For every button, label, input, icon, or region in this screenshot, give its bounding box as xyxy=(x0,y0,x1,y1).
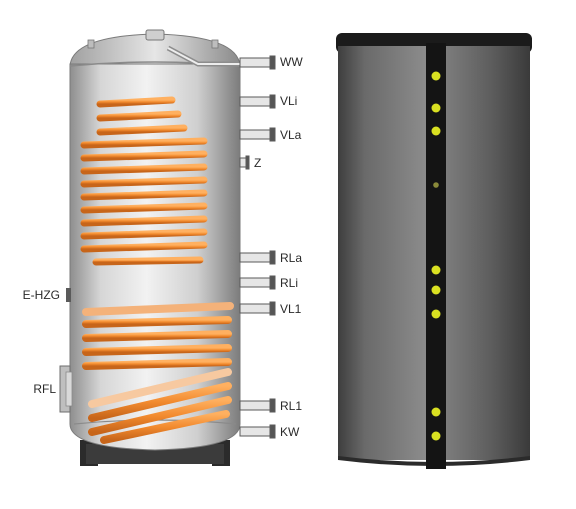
tank-base xyxy=(86,444,224,464)
lower-coil xyxy=(82,302,234,370)
label-kw: KW xyxy=(280,425,300,439)
jacket-bottom-edge xyxy=(338,456,530,466)
connection-stubs xyxy=(239,55,276,439)
spiral-coil xyxy=(88,368,232,444)
label-rl1: RL1 xyxy=(280,399,302,413)
upper-coil xyxy=(80,96,208,266)
stub-vla xyxy=(239,127,276,142)
stub-ww xyxy=(239,55,276,70)
stub-rl1 xyxy=(239,398,276,413)
jacket-stripe xyxy=(426,43,446,469)
cutaway-tank xyxy=(59,29,241,466)
label-z: Z xyxy=(254,156,261,170)
stub-vl1 xyxy=(239,301,276,316)
label-rfl: RFL xyxy=(33,382,56,396)
indicator-dot xyxy=(431,309,441,319)
tank-top-fitting xyxy=(145,29,165,41)
indicator-dot xyxy=(431,71,441,81)
indicator-dot xyxy=(431,431,441,441)
indicator-dot xyxy=(433,182,439,188)
tank-top-nozzle-right xyxy=(211,39,219,49)
stub-z xyxy=(239,155,250,170)
indicator-dot xyxy=(431,265,441,275)
stub-kw xyxy=(239,424,276,439)
indicator-dot xyxy=(431,285,441,295)
label-vl1: VL1 xyxy=(280,302,302,316)
label-rla: RLa xyxy=(280,251,302,265)
stub-rla xyxy=(239,250,276,265)
indicator-dot xyxy=(431,407,441,417)
label-vli: VLi xyxy=(280,94,297,108)
indicator-dot xyxy=(431,126,441,136)
indicator-dots xyxy=(431,71,441,441)
stub-vli xyxy=(239,94,276,109)
label-ww: WW xyxy=(280,55,303,69)
stub-rli xyxy=(239,275,276,290)
insulated-jacket xyxy=(336,33,532,469)
port-labels-left: E-HZG RFL xyxy=(23,288,60,396)
label-rli: RLi xyxy=(280,276,298,290)
port-labels-right: WW VLi VLa Z RLa RLi VL1 RL1 KW xyxy=(254,55,303,439)
label-ehzg: E-HZG xyxy=(23,288,60,302)
indicator-dot xyxy=(431,103,441,113)
tank-top-nozzle-left xyxy=(87,39,95,49)
label-vla: VLa xyxy=(280,128,302,142)
ehzg-stub xyxy=(66,288,71,302)
